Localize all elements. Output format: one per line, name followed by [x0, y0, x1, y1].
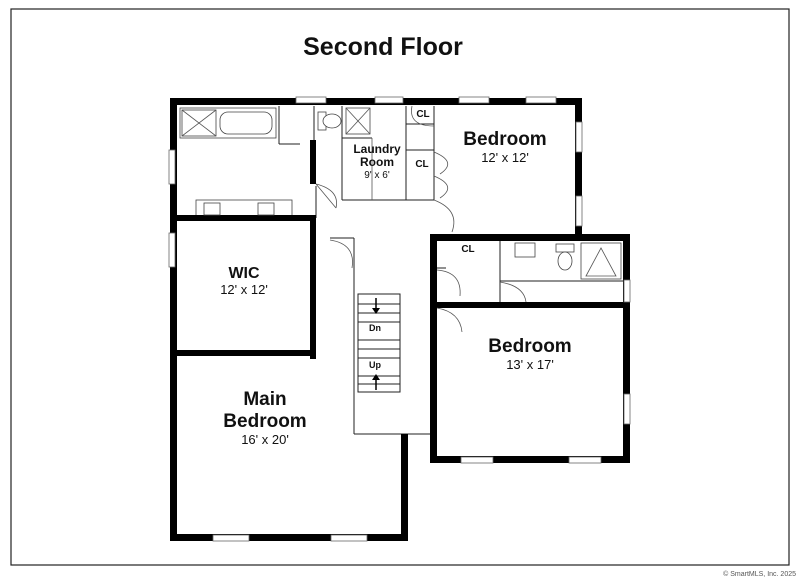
main-bedroom-name-1: Main	[243, 389, 286, 410]
main-bedroom-name-2: Bedroom	[223, 411, 306, 432]
shower-icon	[580, 242, 622, 280]
arrow-down-icon	[372, 298, 380, 314]
arrow-up-icon	[372, 374, 380, 390]
page-frame	[10, 8, 790, 566]
stairs-down-label: Dn	[369, 323, 381, 333]
closet-label-2: CL	[415, 159, 428, 170]
staircase: Dn Up	[358, 298, 400, 390]
laundry-dims: 9' x 6'	[364, 170, 390, 181]
laundry-name-1: Laundry	[353, 142, 401, 156]
windows	[168, 96, 631, 542]
copyright-notice: © SmartMLS, Inc. 2025	[723, 570, 796, 578]
stairs-up-label: Up	[369, 360, 381, 370]
bedroom-e-name: Bedroom	[488, 336, 571, 357]
laundry-name-2: Room	[360, 155, 394, 169]
closet-label-1: CL	[416, 109, 429, 120]
bedroom-ne-name: Bedroom	[463, 129, 546, 150]
toilet-icon	[317, 111, 342, 131]
toilet-icon-2	[555, 243, 575, 271]
laundry-machines-icon	[345, 107, 371, 135]
plan-title: Second Floor	[303, 33, 463, 61]
wic-dims: 12' x 12'	[220, 282, 268, 297]
wic-name: WIC	[228, 265, 260, 282]
main-bedroom-dims: 16' x 20'	[241, 432, 289, 447]
bedroom-ne-dims: 12' x 12'	[481, 150, 529, 165]
closet-label-3: CL	[461, 244, 474, 255]
bathtub-icon	[179, 107, 277, 139]
doors	[315, 105, 527, 333]
sink-icon	[203, 202, 536, 258]
bedroom-e-dims: 13' x 17'	[506, 357, 554, 372]
